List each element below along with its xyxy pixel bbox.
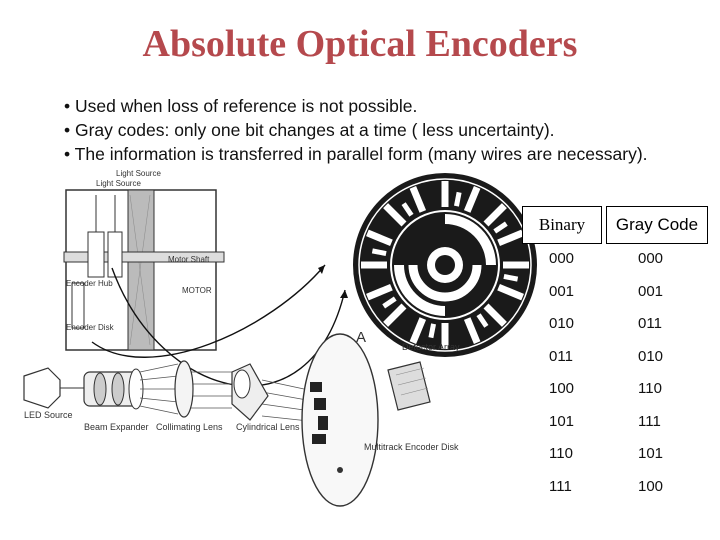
bullet-item: • Used when loss of reference is not pos… [64,96,418,116]
detector-array [387,361,431,411]
beam-expander-label: Beam Expander [84,422,149,432]
beam-expander [83,368,144,410]
arrowhead [340,290,348,298]
table-cell-gray-code: 110 [638,380,662,397]
table-cell-gray-code: 101 [638,445,664,462]
light-source-label: Light Source [96,179,141,188]
table-cell-binary: 111 [549,477,572,495]
led-source [23,367,84,409]
light-source-label: Light Source [116,169,161,178]
encoder-hub-label: Encoder Hub [66,279,113,288]
slide-title: Absolute Optical Encoders [142,23,578,65]
table-cell-binary: 100 [549,380,575,397]
table-cell-gray-code: 100 [638,477,664,495]
multitrack-encoder-disk [301,333,379,507]
table-cell-binary: 011 [549,347,573,365]
table-cell-gray-code: 011 [638,315,662,332]
motor-cross-section: Light Source Light Source Motor Shaft MO… [63,169,225,351]
beam-rays [139,363,319,423]
table-cell-gray-code: 111 [638,412,661,430]
table-cell-binary: 101 [549,412,575,430]
table-cell-binary: 110 [549,445,573,462]
collimating-lens-label: Collimating Lens [156,422,223,432]
table-cell-gray-code: 001 [638,282,664,300]
table-header-gray-code: Gray Code [606,206,708,244]
bullet-item: • Gray codes: only one bit changes at a … [64,120,555,140]
motor-shaft-label: Motor Shaft [168,255,210,264]
bullet-item: • The information is transferred in para… [64,144,648,164]
gray-code-disk [353,173,537,357]
table-cell-binary: 001 [549,282,575,300]
cylindrical-lens-label: Cylindrical Lens [236,422,300,432]
table-cell-binary: 000 [549,250,575,267]
arrowhead [318,265,325,274]
figure-letter-a: A [356,329,366,346]
pointer-arrow [91,264,326,358]
multitrack-disk-label: Multitrack Encoder Disk [364,442,459,452]
detector-array-label: Detector Array [402,342,460,352]
encoder-disk-label: Encoder Disk [66,323,115,332]
table-cell-gray-code: 010 [638,347,664,365]
table-cell-binary: 010 [549,315,575,332]
table-cell-gray-code: 000 [638,250,664,267]
motor-label: MOTOR [182,286,212,295]
bullet-list: • Used when loss of reference is not pos… [64,94,664,166]
led-source-label: LED Source [24,410,73,420]
table-header-binary: Binary [522,206,602,244]
cylindrical-lens [231,363,269,421]
collimating-lens [174,360,194,418]
